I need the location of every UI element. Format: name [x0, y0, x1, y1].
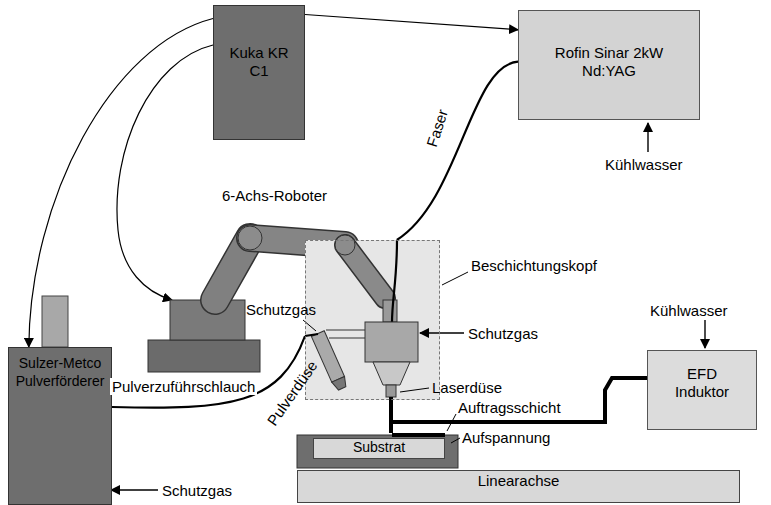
- coating-head-region: Beschichtungskopf: [305, 240, 440, 400]
- leader-line: [447, 414, 456, 431]
- inductor-box: EFD Induktor: [647, 350, 757, 430]
- robot-joint: [335, 235, 355, 255]
- node-text: EFD Induktor: [662, 365, 742, 401]
- node-text: Sulzer-Metco Pulverförderer: [12, 354, 108, 390]
- water-arrow: [704, 320, 705, 348]
- gas-arrow: [420, 332, 464, 333]
- edge-label: Faser: [422, 105, 451, 151]
- leader-line: [442, 272, 468, 285]
- robot-base: [148, 340, 260, 372]
- part-label: Kühlwasser: [650, 302, 728, 319]
- nozzle-holder: [326, 329, 365, 330]
- connector: [112, 336, 305, 408]
- leader-line: [451, 438, 460, 443]
- laser-nozzle-cone: [373, 362, 410, 385]
- laser-head: [365, 322, 418, 362]
- part-label: Laserdüse: [432, 379, 502, 396]
- powder-nozzle-tip: [332, 376, 349, 391]
- inductor-wire: [390, 378, 647, 422]
- part-label: Schutzgas: [246, 301, 316, 318]
- node-text: Rofin Sinar 2kW Nd:YAG: [553, 44, 665, 80]
- head-region-fill: [305, 240, 440, 400]
- hose-end: [305, 334, 318, 336]
- part-label: Schutzgas: [162, 482, 232, 499]
- leader-line: [400, 388, 429, 392]
- nozzle-holder: [329, 337, 365, 338]
- fixture-tray: [297, 435, 458, 468]
- powder-nozzle-body: [311, 331, 344, 382]
- node-text: Beschichtungskopf: [471, 257, 597, 275]
- robot-joint: [238, 226, 262, 250]
- feeder-hopper: [42, 296, 68, 347]
- powder-nozzle: [311, 331, 348, 392]
- part-label: Kühlwasser: [605, 156, 683, 173]
- fibre-line: [392, 240, 397, 322]
- laser-nozzle-tip: [386, 385, 396, 397]
- gas-arrow: [111, 489, 158, 490]
- connector: [29, 19, 213, 348]
- node-text: Kuka KR C1: [227, 44, 291, 80]
- part-label: Auftragsschicht: [458, 399, 561, 416]
- powder-feeder-box: Sulzer-Metco Pulverförderer: [8, 347, 112, 505]
- node-text: Linearachse: [419, 472, 619, 490]
- water-arrow: [647, 123, 648, 152]
- control-line: [117, 45, 213, 300]
- laser-source-box: Rofin Sinar 2kW Nd:YAG: [518, 10, 700, 120]
- connector: [397, 62, 518, 240]
- controller-box: Kuka KR C1: [213, 5, 305, 140]
- node-text: Substrat: [319, 439, 439, 456]
- connector: [305, 15, 518, 30]
- part-label: 6-Achs-Roboter: [222, 187, 327, 204]
- part-label: Schutzgas: [468, 325, 538, 342]
- part-label: Aufspannung: [462, 429, 550, 446]
- substrate-box: Substrat: [313, 438, 445, 459]
- laser-beam: [389, 397, 393, 433]
- deposit-layer: [392, 433, 445, 437]
- linear-axis-box: Linearachse: [297, 470, 740, 503]
- robot-wrist: [383, 300, 397, 322]
- edge-label: Pulverzuführschlauch: [110, 378, 257, 395]
